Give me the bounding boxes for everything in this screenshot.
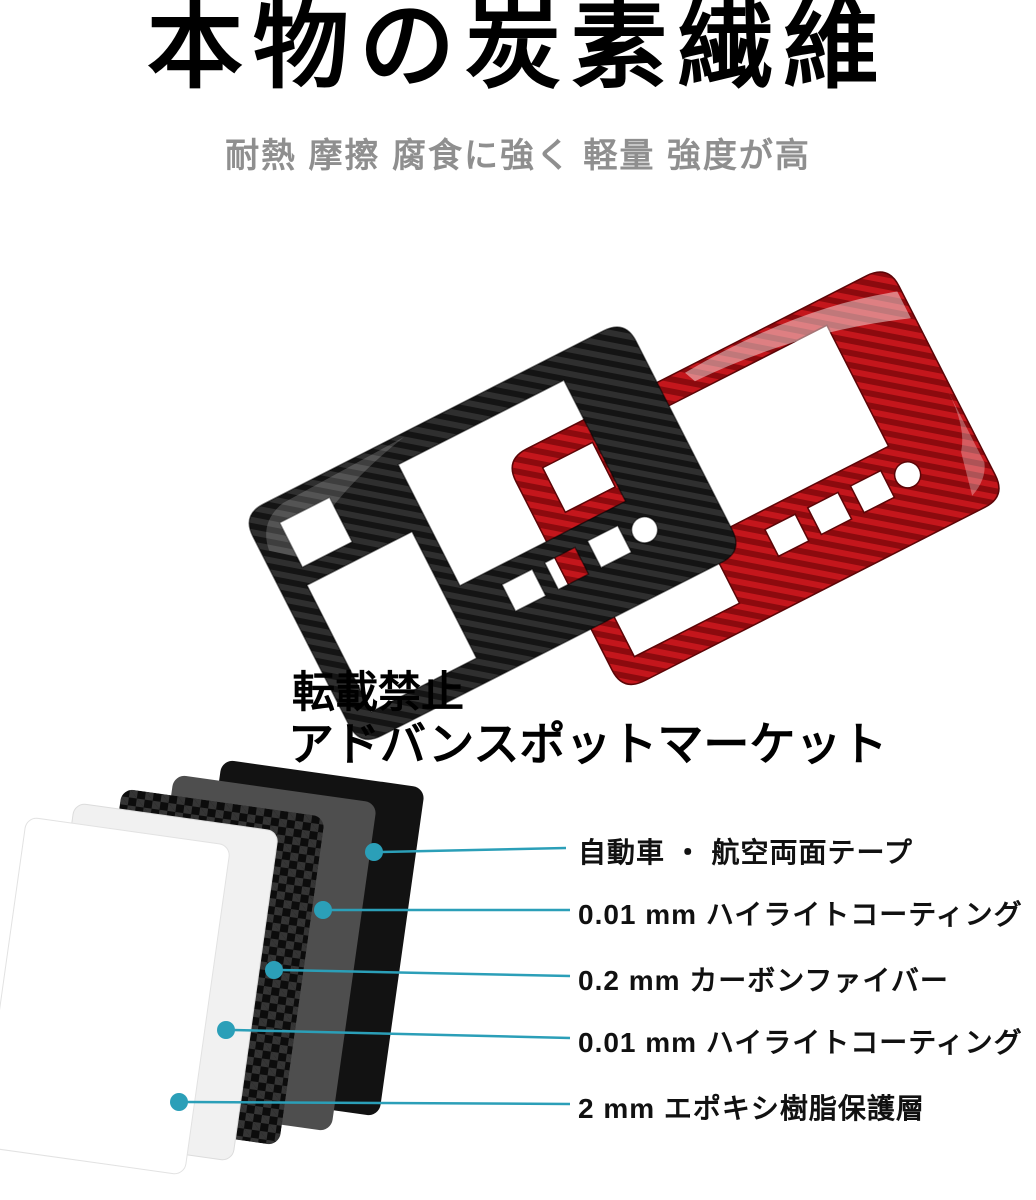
red-carbon-panel [504,264,1007,693]
layer-label-epoxy: 2 mm エポキシ樹脂保護層 [578,1093,925,1124]
layer-label-coating-top: 0.01 mm ハイライトコーティング [578,899,1023,930]
watermark-seller-name: アドバンスポットマーケット [288,718,888,770]
layer-dot-carbon-fiber [265,961,283,979]
layer-dot-epoxy [170,1093,188,1111]
layer-dot-tape [365,843,383,861]
watermark-no-reproduction: 転載禁止 [292,669,464,717]
carbon-panels-image [0,185,1036,805]
layer-dot-coating-bottom [217,1021,235,1039]
black-carbon-panel [241,319,744,748]
layer-label-carbon-fiber: 0.2 mm カーボンファイバー [578,965,949,996]
layer-dot-coating-top [314,901,332,919]
layer-label-coating-bottom: 0.01 mm ハイライトコーティング [578,1027,1023,1058]
layer-label-tape: 自動車 ・ 航空両面テープ [578,837,913,868]
page-subtitle: 耐熱 摩擦 腐食に強く 軽量 強度が高 [225,137,811,175]
page-title: 本物の炭素繊維 [147,0,889,100]
carbon-panels-svg [241,264,1007,748]
